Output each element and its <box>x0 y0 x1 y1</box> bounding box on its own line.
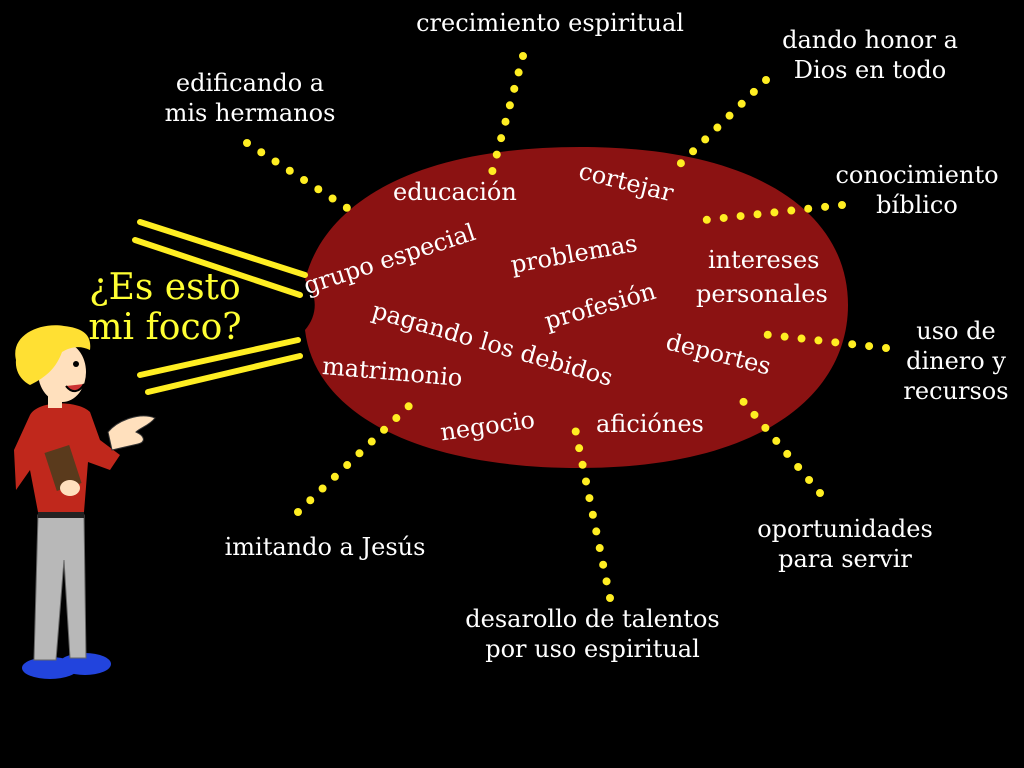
item-intereses-2: personales <box>696 280 828 308</box>
label-uso-line-1: uso de <box>916 317 996 345</box>
label-edificando: edificando a mis hermanos <box>150 68 350 128</box>
dotted-connectors <box>243 52 890 602</box>
label-edificando-line-1: edificando a <box>175 69 325 97</box>
label-conocimiento-line-2: bíblico <box>876 191 958 219</box>
label-dando-line-2: Dios en todo <box>793 56 947 84</box>
label-edificando-line-2: mis hermanos <box>164 99 336 127</box>
connector-oportunidades <box>738 396 824 497</box>
label-imitando: imitando a Jesús <box>205 532 445 562</box>
connector-dando <box>672 76 770 172</box>
trousers <box>33 514 87 661</box>
raised-hand <box>107 415 156 451</box>
focus-line-1 <box>137 219 308 278</box>
label-conocimiento: conocimiento bíblico <box>812 160 1022 220</box>
item-aficiones: aficiónes <box>596 410 704 438</box>
focus-line-4 <box>145 353 303 395</box>
label-imitando-text: imitando a Jesús <box>224 533 426 561</box>
item-educacion: educación <box>393 178 517 206</box>
label-uso-line-3: recursos <box>903 377 1009 405</box>
connector-talentos <box>571 424 614 602</box>
mouth <box>65 383 85 392</box>
eye <box>73 361 79 367</box>
question-line-2: mi foco? <box>88 307 242 348</box>
question-line-1: ¿Es esto <box>89 267 241 308</box>
connector-conocimiento <box>701 201 846 224</box>
label-talentos: desarollo de talentos por uso espiritual <box>440 604 745 664</box>
label-conocimiento-line-1: conocimiento <box>835 161 999 189</box>
left-hand <box>60 480 80 496</box>
connector-edificando <box>243 139 362 219</box>
label-crecimiento: crecimiento espiritual <box>400 8 700 38</box>
hair <box>15 325 91 385</box>
connector-uso <box>748 329 890 352</box>
label-uso-dinero: uso de dinero y recursos <box>888 316 1024 406</box>
belt <box>38 509 84 518</box>
label-oportunidades: oportunidades para servir <box>735 514 955 574</box>
label-oportunidades-line-1: oportunidades <box>757 515 933 543</box>
focus-line-2 <box>132 237 303 298</box>
item-intereses-1: intereses <box>708 246 820 274</box>
label-dando-line-1: dando honor a <box>782 26 958 54</box>
label-talentos-line-1: desarollo de talentos <box>465 605 720 633</box>
focus-line-3 <box>137 337 301 378</box>
focus-ellipse <box>305 147 848 468</box>
label-dando-honor: dando honor a Dios en todo <box>760 25 980 85</box>
focus-lines <box>132 219 308 395</box>
book <box>44 444 82 492</box>
label-talentos-line-2: por uso espiritual <box>485 635 700 663</box>
label-crecimiento-text: crecimiento espiritual <box>416 9 684 37</box>
connector-crecimiento <box>486 52 527 184</box>
cartoon-man-figure <box>14 325 156 679</box>
question-title: ¿Es esto mi foco? <box>80 268 250 348</box>
label-oportunidades-line-2: para servir <box>778 545 912 573</box>
label-uso-line-2: dinero y <box>906 347 1006 375</box>
